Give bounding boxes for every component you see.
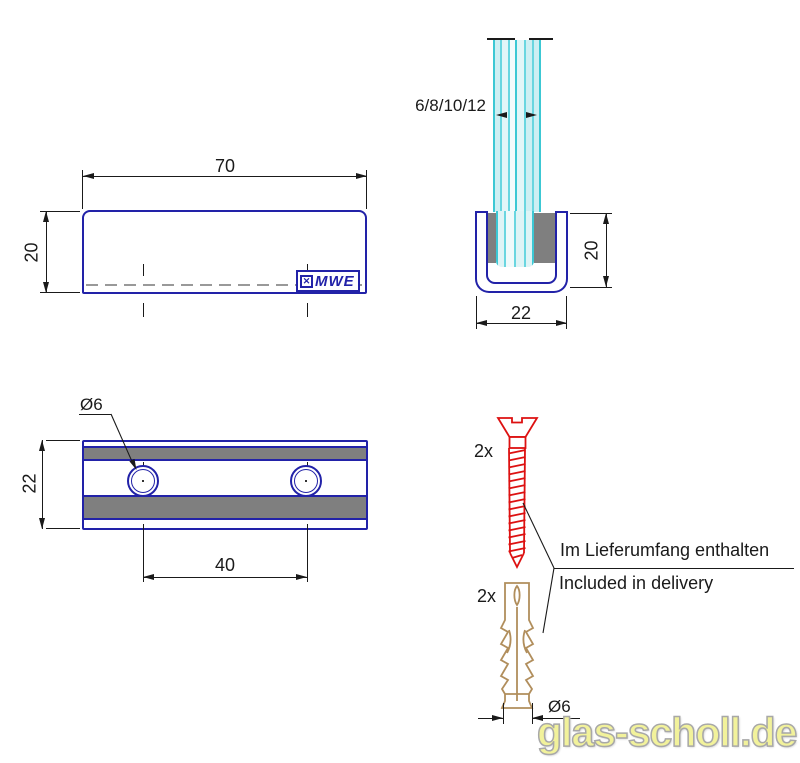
gasket-pad bbox=[534, 213, 555, 263]
wall-plug-icon bbox=[499, 582, 535, 709]
side-view-outline bbox=[82, 210, 367, 294]
leader-line bbox=[542, 567, 555, 634]
u-profile-outer bbox=[475, 211, 568, 293]
arrowhead-icon bbox=[38, 440, 45, 451]
glass-break-line bbox=[487, 38, 515, 40]
arrowhead-icon bbox=[83, 173, 94, 179]
dimension-line bbox=[83, 176, 367, 177]
arrowhead-icon bbox=[38, 518, 45, 529]
extension-line bbox=[503, 703, 504, 724]
extension-line bbox=[366, 170, 367, 209]
u-profile-cap bbox=[475, 211, 488, 213]
extension-line bbox=[532, 703, 533, 724]
arrowhead-icon bbox=[602, 276, 609, 287]
dim-height-label: 20 bbox=[581, 240, 602, 261]
watermark: glas-scholl.de bbox=[536, 708, 798, 756]
hole-diameter-label: Ø6 bbox=[80, 395, 103, 414]
arrowhead-icon bbox=[492, 714, 503, 721]
extension-line bbox=[46, 528, 80, 529]
extension-line bbox=[566, 296, 567, 329]
arrowhead-icon bbox=[42, 211, 49, 222]
glass-break-line bbox=[529, 38, 553, 40]
hole-centerline-tick bbox=[307, 303, 308, 317]
glass-thickness-label: 6/8/10/12 bbox=[415, 96, 486, 115]
extension-line bbox=[40, 211, 80, 212]
dim-depth-label: 22 bbox=[19, 473, 40, 494]
mwe-logo: ✕ MWE bbox=[296, 270, 360, 292]
dimension-line bbox=[476, 323, 567, 324]
dimension-line bbox=[42, 440, 43, 529]
arrowhead-icon bbox=[42, 282, 49, 293]
u-profile-cap bbox=[555, 211, 568, 213]
dim-spacing-label: 40 bbox=[214, 555, 236, 575]
dimension-line bbox=[46, 211, 47, 293]
mwe-logo-icon: ✕ bbox=[300, 274, 313, 288]
callout-underline bbox=[79, 414, 111, 415]
dimension-line bbox=[532, 718, 580, 719]
dim-height-label: 20 bbox=[21, 242, 42, 263]
extension-line bbox=[307, 524, 308, 582]
extension-line bbox=[570, 287, 612, 288]
screw-qty-label: 2x bbox=[474, 441, 494, 461]
dim-width-label: 70 bbox=[214, 156, 236, 176]
hole-center-dot bbox=[142, 480, 144, 482]
dimension-line bbox=[478, 718, 503, 719]
extension-line bbox=[82, 170, 83, 209]
u-profile-inner bbox=[486, 211, 557, 284]
extension-line bbox=[143, 524, 144, 582]
extension-line bbox=[570, 213, 612, 214]
extension-line bbox=[46, 440, 80, 441]
hole-center-dot bbox=[305, 480, 307, 482]
screw-hole-inner bbox=[294, 469, 318, 493]
gasket-pad bbox=[488, 213, 496, 263]
arrowhead-icon bbox=[296, 574, 307, 580]
side-view-centerline bbox=[86, 284, 362, 286]
arrowhead-icon bbox=[143, 574, 154, 580]
arrowhead-icon bbox=[356, 173, 367, 179]
arrowhead-icon bbox=[526, 111, 537, 118]
arrowhead-icon bbox=[602, 213, 609, 224]
plug-qty-label: 2x bbox=[477, 586, 497, 606]
arrowhead-icon bbox=[556, 320, 567, 326]
included-note-de: Im Lieferumfang enthalten bbox=[560, 540, 770, 560]
leader-line bbox=[522, 502, 555, 569]
mwe-logo-text: MWE bbox=[315, 272, 355, 290]
note-divider-line bbox=[554, 568, 794, 569]
screw-icon bbox=[496, 417, 539, 570]
glass-panel-in-channel bbox=[496, 211, 534, 267]
glass-panel bbox=[493, 40, 541, 212]
dimension-line bbox=[606, 213, 607, 287]
arrowhead-icon bbox=[496, 111, 507, 118]
extension-line bbox=[40, 292, 80, 293]
top-view-strip bbox=[84, 495, 366, 520]
arrowhead-icon bbox=[476, 320, 487, 326]
dimension-line bbox=[143, 577, 307, 578]
plug-diameter-label: Ø6 bbox=[548, 697, 571, 716]
hole-centerline-tick bbox=[143, 303, 144, 317]
included-note-en: Included in delivery bbox=[559, 573, 714, 593]
hole-centerline-tick bbox=[143, 264, 144, 276]
dim-width-label: 22 bbox=[510, 303, 532, 323]
top-view-strip bbox=[84, 446, 366, 461]
arrowhead-icon bbox=[532, 714, 543, 721]
extension-line bbox=[476, 296, 477, 329]
